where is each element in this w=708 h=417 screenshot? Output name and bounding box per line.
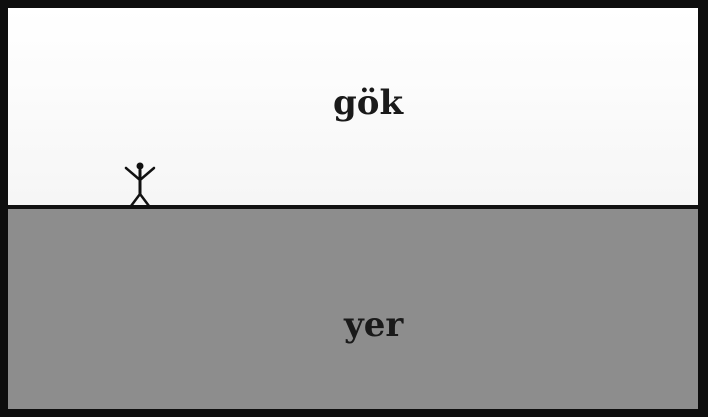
sky-label: gök bbox=[333, 83, 404, 123]
stick-figure-icon bbox=[124, 162, 156, 208]
sky-region bbox=[8, 8, 698, 205]
ground-label: yer bbox=[344, 305, 404, 345]
ground-region bbox=[8, 209, 698, 409]
horizon-line bbox=[8, 205, 698, 209]
diagram-canvas: gök yer bbox=[8, 8, 698, 409]
